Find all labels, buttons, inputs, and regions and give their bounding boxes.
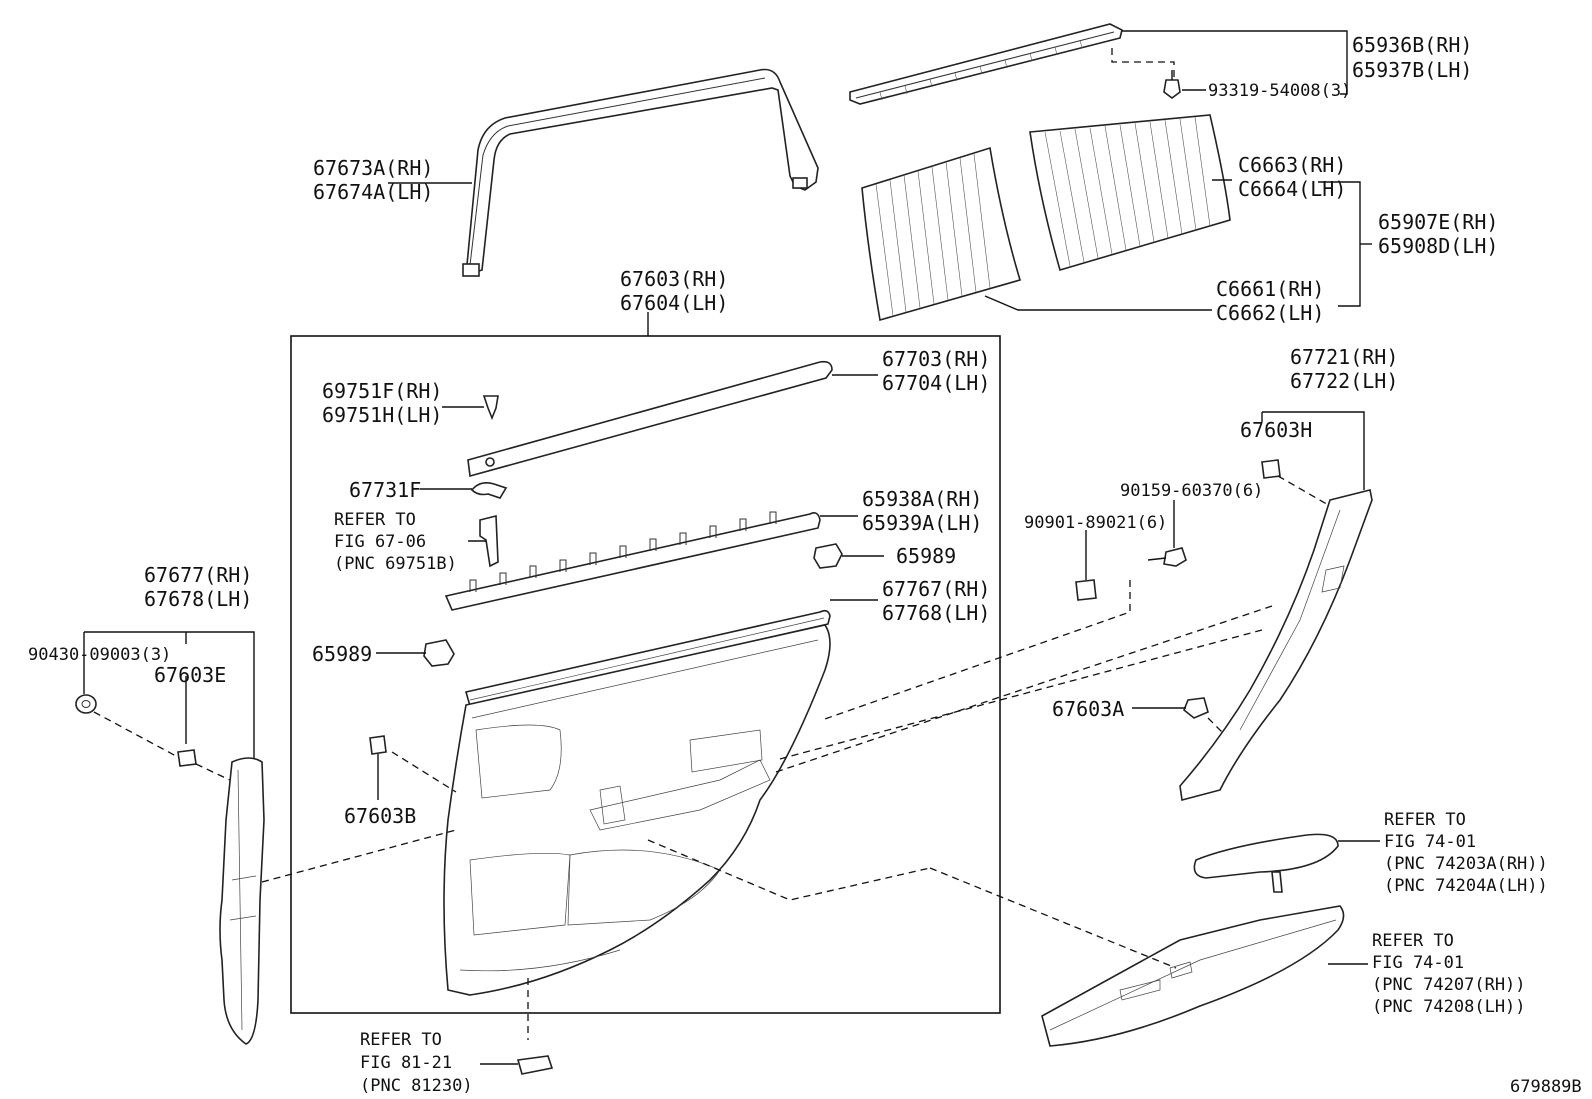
- label-90159: 90159-60370(6): [1120, 481, 1263, 501]
- clip-67603b-icon: [369, 735, 387, 755]
- bracket-67731f-icon: [470, 482, 508, 499]
- clip-65989-lower-icon: [423, 639, 455, 667]
- label-90901: 90901-89021(6): [1024, 513, 1167, 533]
- label-65989-upper: 65989: [896, 544, 956, 568]
- label-67603: 67603(RH): [620, 267, 728, 291]
- label-65938a: 65938A(RH): [862, 487, 982, 511]
- label-67603h: 67603H: [1240, 418, 1312, 442]
- ref-67-06-line1: REFER TO: [334, 510, 416, 530]
- sunshade-rear-part: [861, 146, 1021, 322]
- label-67722: 67722(LH): [1290, 369, 1398, 393]
- ref-74-01b-line3: (PNC 74207(RH)): [1372, 975, 1526, 995]
- switch-bezel-upper-part: [1193, 833, 1339, 893]
- ref-74-01a-line3: (PNC 74203A(RH)): [1384, 854, 1548, 874]
- screw-90159-icon: [1147, 547, 1187, 567]
- screw-93319-icon: [1163, 70, 1181, 99]
- sunshade-front-part: [1029, 114, 1231, 271]
- ref-81-21-line1: REFER TO: [360, 1030, 442, 1050]
- ref-74-01b-line2: FIG 74-01: [1372, 953, 1464, 973]
- label-67721: 67721(RH): [1290, 345, 1398, 369]
- label-67603e: 67603E: [154, 663, 226, 687]
- label-c6664: C6664(LH): [1238, 177, 1346, 201]
- clip-67603a-icon: [1183, 697, 1209, 719]
- clip-90901-icon: [1075, 579, 1097, 601]
- label-65907e: 65907E(RH): [1378, 210, 1498, 234]
- ref-67-06-line3: (PNC 69751B): [334, 554, 457, 574]
- pillar-garnish-right-part: [1179, 489, 1373, 802]
- label-65989-lower: 65989: [312, 642, 372, 666]
- ref-74-01b-line1: REFER TO: [1372, 931, 1454, 951]
- label-90430: 90430-09003(3): [28, 645, 171, 665]
- label-65936b: 65936B(RH): [1352, 33, 1472, 57]
- courtesy-lamp-icon: [516, 1055, 554, 1075]
- door-trim-board-part: [443, 624, 831, 996]
- clip-67603h-icon: [1261, 459, 1281, 479]
- clip-67603e-icon: [177, 749, 197, 767]
- ref-74-01a-line1: REFER TO: [1384, 810, 1466, 830]
- ref-67-06-line2: FIG 67-06: [334, 532, 426, 552]
- armrest-strip-part: [467, 360, 833, 478]
- moulding-strip-part: [464, 609, 831, 707]
- label-65908d: 65908D(LH): [1378, 234, 1498, 258]
- label-67677: 67677(RH): [144, 563, 252, 587]
- label-c6662: C6662(LH): [1216, 301, 1324, 325]
- label-67703: 67703(RH): [882, 347, 990, 371]
- label-c6661: C6661(RH): [1216, 277, 1324, 301]
- clip-65989-upper-icon: [813, 543, 843, 569]
- label-67604: 67604(LH): [620, 291, 728, 315]
- clip-90430-icon: [75, 694, 97, 714]
- label-67603a: 67603A: [1052, 697, 1124, 721]
- label-67768: 67768(LH): [882, 601, 990, 625]
- label-67603b: 67603B: [344, 804, 416, 828]
- ref-81-21-line2: FIG 81-21: [360, 1053, 452, 1073]
- label-67678: 67678(LH): [144, 587, 252, 611]
- ref-74-01a-line4: (PNC 74204A(LH)): [1384, 876, 1548, 896]
- bracket-69751b-icon: [479, 514, 499, 568]
- ref-74-01a-line2: FIG 74-01: [1384, 832, 1476, 852]
- clip-69751-icon: [482, 395, 499, 421]
- label-65939a: 65939A(LH): [862, 511, 982, 535]
- pillar-garnish-left-part: [219, 757, 265, 1045]
- door-trim-assembly-frame: [290, 335, 1001, 1014]
- label-67767: 67767(RH): [882, 577, 990, 601]
- ref-81-21-line3: (PNC 81230): [360, 1076, 473, 1096]
- label-c6663: C6663(RH): [1238, 153, 1346, 177]
- label-67704: 67704(LH): [882, 371, 990, 395]
- upper-rail-strip-part: [849, 23, 1123, 105]
- label-67674a: 67674A(LH): [313, 180, 433, 204]
- ref-74-01b-line4: (PNC 74208(LH)): [1372, 997, 1526, 1017]
- label-69751f: 69751F(RH): [322, 379, 442, 403]
- label-69751h: 69751H(LH): [322, 403, 442, 427]
- upper-garnish-arch-part: [462, 68, 819, 277]
- figure-id: 679889B: [1510, 1077, 1582, 1097]
- label-93319: 93319-54008(3): [1208, 81, 1351, 101]
- label-67673a: 67673A(RH): [313, 156, 433, 180]
- label-65937b: 65937B(LH): [1352, 58, 1472, 82]
- label-67731f: 67731F: [349, 478, 421, 502]
- retainer-strip-part: [444, 511, 821, 611]
- armrest-panel-part: [1041, 905, 1345, 1047]
